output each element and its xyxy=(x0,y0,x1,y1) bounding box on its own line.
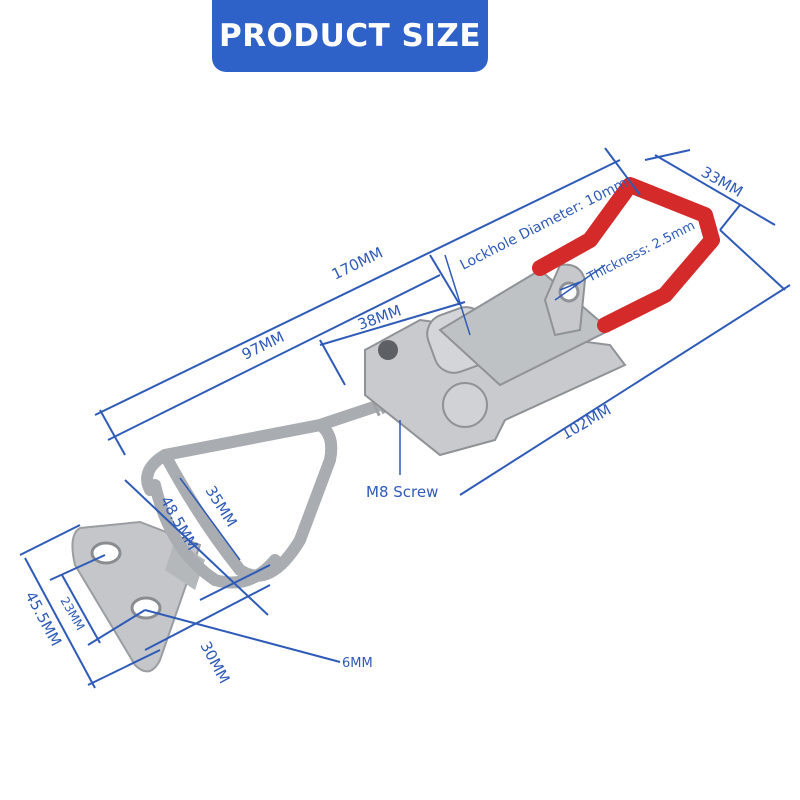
label-base-length: 102MM xyxy=(558,401,614,444)
label-body-length: 38MM xyxy=(355,301,403,333)
red-handle-grip xyxy=(532,177,720,333)
label-hole-diameter: 6MM xyxy=(342,656,373,671)
label-plate-width: 30MM xyxy=(196,638,233,686)
label-handle-width: 33MM xyxy=(698,163,746,201)
product-size-banner: PRODUCT SIZE xyxy=(212,0,488,72)
label-screw: M8 Screw xyxy=(366,483,438,501)
dimension-lines xyxy=(19,147,791,689)
banner-title: PRODUCT SIZE xyxy=(218,18,482,54)
